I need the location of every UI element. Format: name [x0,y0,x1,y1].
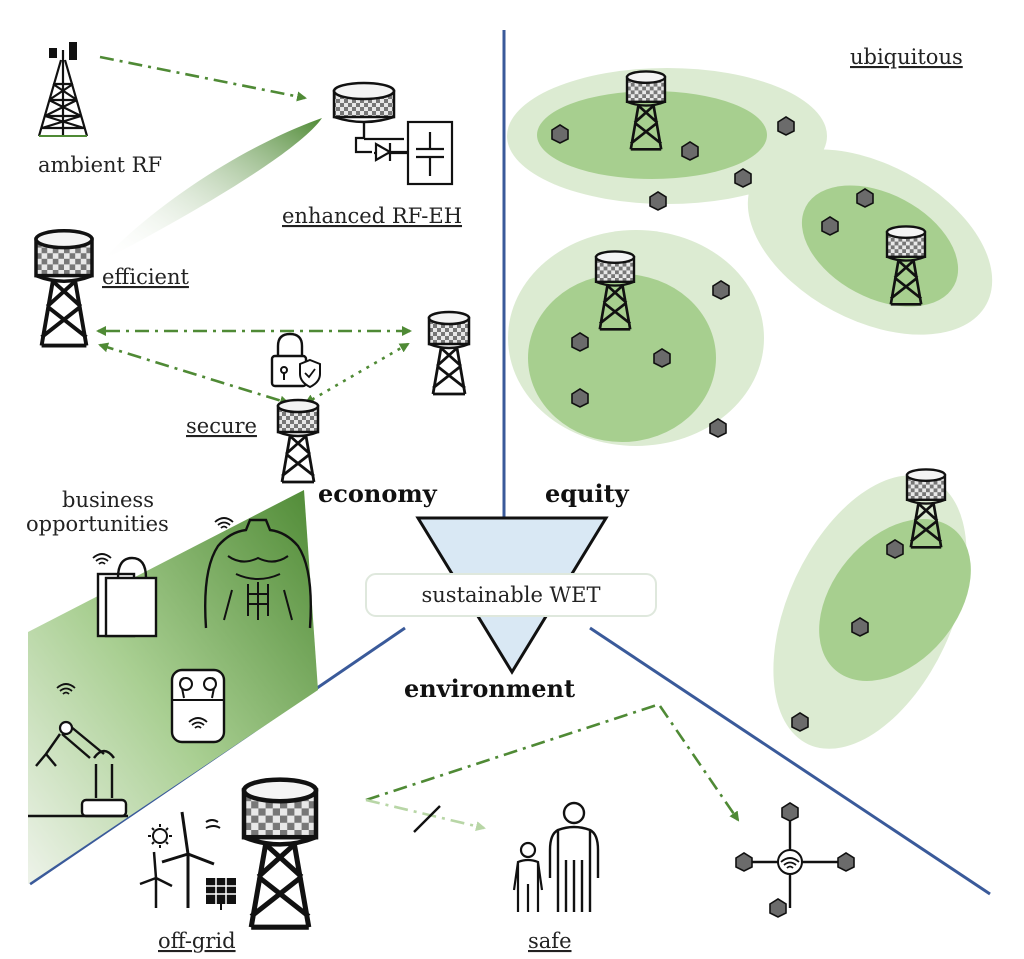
enhanced-rf-eh-label: enhanced RF-EH [282,204,462,228]
secure-tower-icon [276,398,320,484]
economy-quadrant: ambient RF enhanced RF-EH effi [26,42,471,884]
rf-eh-harvester-icon [332,81,412,155]
ubiquitous-label: ubiquitous [850,45,963,69]
off-grid-tower-icon [244,780,316,928]
robot-arm-icon [28,683,128,818]
off-grid-to-iot-link [365,702,661,802]
device-node [709,418,727,438]
ambient-rf-tower-icon [37,42,89,137]
device-node [851,617,869,637]
right-tower-icon [427,310,471,396]
safe-label: safe [528,929,572,953]
center-triangle: sustainable WET environment [365,516,657,703]
device-node [856,188,874,208]
padlock-shield-icon [270,332,321,389]
sustainable-wet-label: sustainable WET [422,583,601,607]
ambient-to-harvester-arrow [99,55,307,102]
device-node [681,141,699,161]
device-node [571,332,589,352]
rectifier-circuit-icon [354,120,454,186]
equity-heading: equity [545,479,630,508]
blocked-beam-to-people [365,798,486,832]
economy-heading: economy [318,479,438,508]
environment-heading: environment [404,674,575,703]
earbuds-icon [170,668,226,744]
device-node [821,216,839,236]
device-node [551,124,569,144]
ambient-rf-label: ambient RF [38,153,162,177]
efficient-label: efficient [102,265,189,289]
tower-to-secure-link [304,342,410,405]
device-node [791,712,809,732]
iot-hub-icon [735,802,855,918]
blocked-cross-icon [413,805,441,833]
renewables-icon [139,811,236,910]
equity-quadrant: ubiquitous [507,45,993,749]
sustainable-wet-box [365,573,657,617]
environment-quadrant: off-grid safe [139,702,855,953]
energy-beam [100,118,322,262]
coverage-cluster-2-inner [801,185,959,307]
coverage-cluster-4-inner [819,519,971,681]
device-node [649,191,667,211]
device-node [777,116,795,136]
people-icon [512,801,600,912]
shopping-bag-icon [92,553,158,638]
secure-label: secure [186,414,257,438]
efficient-tower-icon [34,228,94,348]
business-label-line2: opportunities [26,512,169,536]
body-torso-icon [204,517,312,629]
business-label-line1: business [62,488,154,512]
device-node [653,348,671,368]
device-node [734,168,752,188]
beam-to-iot-hub [658,705,740,822]
device-node [571,388,589,408]
device-node [712,280,730,300]
off-grid-label: off-grid [158,929,236,953]
efficient-to-secure-link [98,342,290,406]
device-node [886,539,904,559]
